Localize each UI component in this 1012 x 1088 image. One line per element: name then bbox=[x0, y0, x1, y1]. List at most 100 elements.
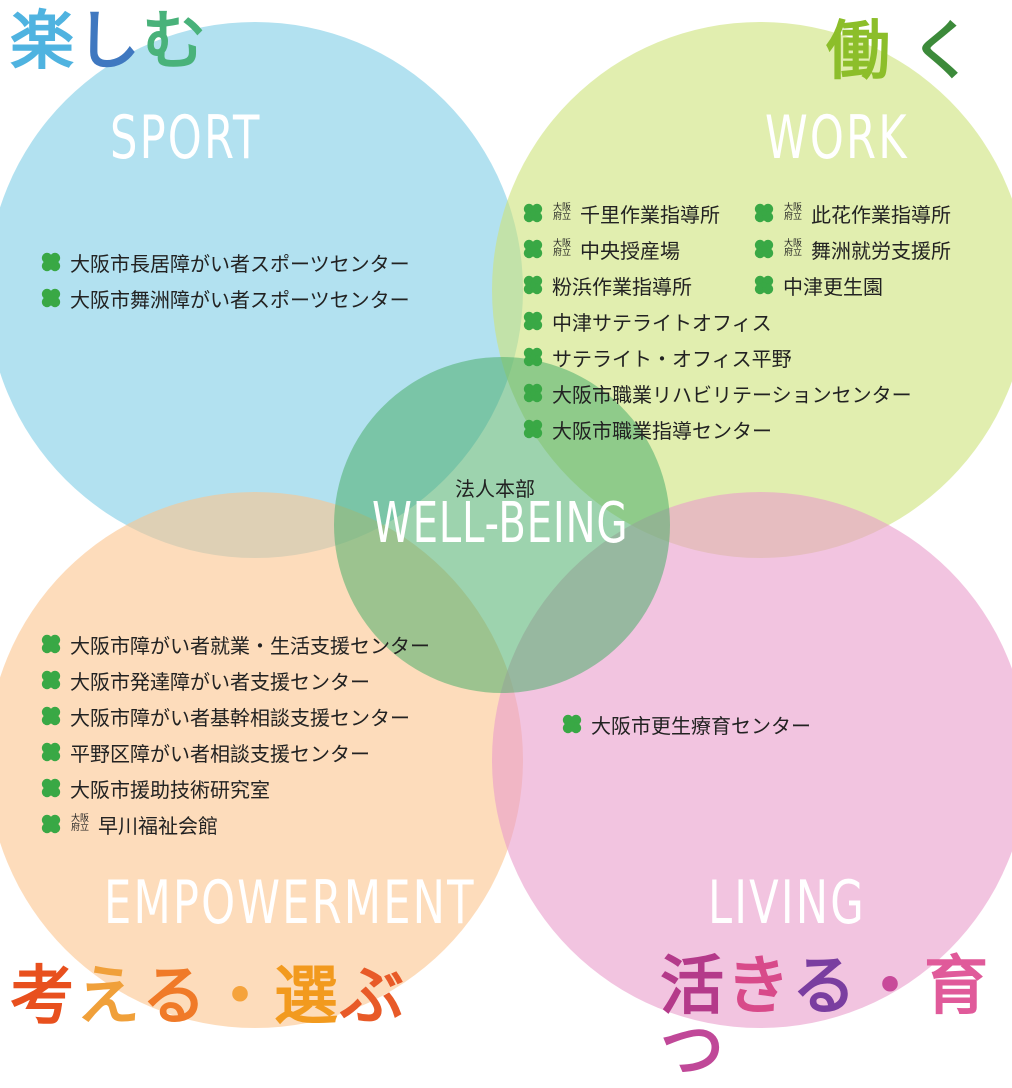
clover-icon bbox=[523, 239, 543, 259]
facility-name: 千里作業指導所 bbox=[580, 202, 720, 227]
osaka-prefectural-prefix: 大阪府立 bbox=[552, 240, 572, 258]
facility-item: 大阪市発達障がい者支援センター bbox=[40, 662, 430, 698]
prefix-line: 大阪 bbox=[783, 203, 802, 213]
title-char: 考 bbox=[10, 960, 76, 1034]
clover-icon bbox=[41, 814, 61, 834]
center-circle bbox=[334, 357, 670, 693]
title-char: 活 bbox=[660, 950, 726, 1024]
sport-facility-list: 大阪市長居障がい者スポーツセンター大阪市舞洲障がい者スポーツセンター bbox=[40, 244, 410, 316]
osaka-prefectural-prefix: 大阪府立 bbox=[783, 204, 803, 222]
title-char: む bbox=[142, 5, 208, 79]
clover-icon bbox=[41, 288, 61, 308]
clover-icon bbox=[523, 203, 543, 223]
facility-name: 此花作業指導所 bbox=[811, 202, 951, 227]
facility-name: 大阪市援助技術研究室 bbox=[70, 777, 270, 802]
hub-subtitle: 法人本部 bbox=[455, 477, 535, 501]
clover-icon bbox=[754, 239, 774, 259]
work-corner-title: 働く bbox=[826, 20, 976, 84]
facility-name: 早川福祉会館 bbox=[98, 813, 218, 838]
prefix-line: 府立 bbox=[783, 248, 802, 258]
facility-item: 大阪府立中央授産場 bbox=[522, 231, 912, 267]
work-label: WORK bbox=[765, 103, 909, 173]
prefix-line: 大阪 bbox=[70, 814, 89, 824]
facility-name: 大阪市障がい者基幹相談支援センター bbox=[70, 705, 410, 730]
living-corner-title: 活きる・育つ bbox=[660, 955, 1012, 1083]
facility-item: 中津サテライトオフィス bbox=[522, 303, 912, 339]
title-char: 働 bbox=[826, 15, 892, 89]
sport-label: SPORT bbox=[110, 103, 262, 173]
prefix-line: 大阪 bbox=[783, 239, 802, 249]
facility-name: 大阪市発達障がい者支援センター bbox=[70, 669, 370, 694]
facility-item: 大阪市障がい者就業・生活支援センター bbox=[40, 626, 430, 662]
living-facility-list: 大阪市更生療育センター bbox=[561, 706, 811, 742]
empowerment-facility-list: 大阪市障がい者就業・生活支援センター大阪市発達障がい者支援センター大阪市障がい者… bbox=[40, 626, 430, 842]
prefix-line: 大阪 bbox=[552, 239, 571, 249]
clover-icon bbox=[41, 778, 61, 798]
clover-icon bbox=[41, 706, 61, 726]
venn-circles bbox=[0, 22, 1012, 1028]
facility-item: 大阪府立舞洲就労支援所 bbox=[753, 231, 951, 267]
clover-icon bbox=[41, 252, 61, 272]
osaka-prefectural-prefix: 大阪府立 bbox=[783, 240, 803, 258]
facility-name: 大阪市更生療育センター bbox=[591, 713, 811, 738]
title-char: し bbox=[76, 5, 142, 79]
title-char: る bbox=[792, 950, 858, 1024]
title-char: ・ bbox=[858, 950, 924, 1024]
facility-item: 大阪府立千里作業指導所 bbox=[522, 195, 912, 231]
title-char: つ bbox=[660, 1014, 726, 1088]
clover-icon bbox=[523, 311, 543, 331]
facility-item: 大阪府立早川福祉会館 bbox=[40, 806, 430, 842]
facility-name: 中央授産場 bbox=[580, 238, 680, 263]
title-char: 選 bbox=[274, 960, 340, 1034]
clover-icon bbox=[523, 347, 543, 367]
prefix-line: 府立 bbox=[783, 212, 802, 222]
facility-item: 大阪府立此花作業指導所 bbox=[753, 195, 951, 231]
title-char: く bbox=[910, 15, 976, 89]
clover-icon bbox=[41, 742, 61, 762]
clover-icon bbox=[523, 275, 543, 295]
clover-icon bbox=[754, 275, 774, 295]
venn-diagram: 楽しむ 働く 考える・選ぶ 活きる・育つ SPORT WORK EMPOWERM… bbox=[0, 10, 1012, 1083]
facility-name: 中津サテライトオフィス bbox=[552, 310, 772, 335]
facility-name: 舞洲就労支援所 bbox=[811, 238, 951, 263]
facility-name: サテライト・オフィス平野 bbox=[552, 346, 792, 371]
prefix-line: 府立 bbox=[552, 212, 571, 222]
facility-item: 大阪市職業リハビリテーションセンター bbox=[522, 375, 912, 411]
clover-icon bbox=[523, 383, 543, 403]
facility-item: 大阪市職業指導センター bbox=[522, 411, 912, 447]
osaka-prefectural-prefix: 大阪府立 bbox=[70, 815, 90, 833]
clover-icon bbox=[41, 670, 61, 690]
work-facility-list-right: 大阪府立此花作業指導所大阪府立舞洲就労支援所中津更生園 bbox=[753, 195, 951, 303]
facility-item: 中津更生園 bbox=[753, 267, 951, 303]
title-char: 楽 bbox=[10, 5, 76, 79]
title-char: る bbox=[142, 960, 208, 1034]
osaka-prefectural-prefix: 大阪府立 bbox=[552, 204, 572, 222]
facility-name: 中津更生園 bbox=[783, 274, 883, 299]
facility-name: 大阪市職業指導センター bbox=[552, 418, 772, 443]
clover-icon bbox=[754, 203, 774, 223]
work-facility-list-left: 大阪府立千里作業指導所大阪府立中央授産場粉浜作業指導所中津サテライトオフィスサテ… bbox=[522, 195, 912, 447]
title-char: き bbox=[726, 950, 792, 1024]
facility-item: 大阪市更生療育センター bbox=[561, 706, 811, 742]
facility-item: 粉浜作業指導所 bbox=[522, 267, 912, 303]
facility-name: 粉浜作業指導所 bbox=[552, 274, 692, 299]
sport-corner-title: 楽しむ bbox=[10, 10, 208, 74]
facility-item: 大阪市援助技術研究室 bbox=[40, 770, 430, 806]
title-char: ・ bbox=[208, 960, 274, 1034]
facility-name: 大阪市職業リハビリテーションセンター bbox=[552, 382, 912, 407]
facility-item: 平野区障がい者相談支援センター bbox=[40, 734, 430, 770]
facility-item: 大阪市障がい者基幹相談支援センター bbox=[40, 698, 430, 734]
title-char: 育 bbox=[924, 950, 990, 1024]
facility-name: 大阪市舞洲障がい者スポーツセンター bbox=[70, 287, 410, 312]
title-char: え bbox=[76, 960, 142, 1034]
empowerment-label: EMPOWERMENT bbox=[104, 868, 476, 938]
hub-title: WELL-BEING bbox=[372, 491, 629, 556]
title-char: ぶ bbox=[340, 960, 406, 1034]
facility-name: 大阪市障がい者就業・生活支援センター bbox=[70, 633, 430, 658]
facility-name: 平野区障がい者相談支援センター bbox=[70, 741, 370, 766]
clover-icon bbox=[562, 714, 582, 734]
empowerment-corner-title: 考える・選ぶ bbox=[10, 965, 406, 1029]
facility-item: サテライト・オフィス平野 bbox=[522, 339, 912, 375]
facility-item: 大阪市長居障がい者スポーツセンター bbox=[40, 244, 410, 280]
prefix-line: 府立 bbox=[552, 248, 571, 258]
